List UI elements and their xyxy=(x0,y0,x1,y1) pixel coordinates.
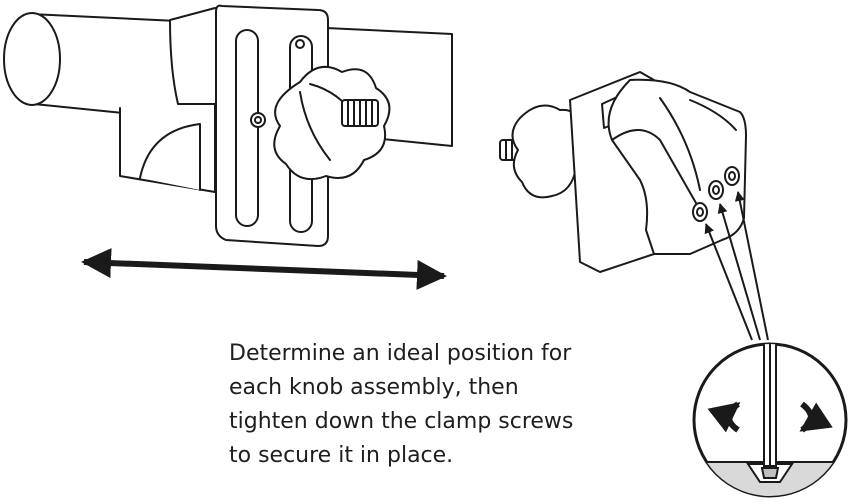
instruction-line: to secure it in place. xyxy=(229,443,454,468)
knob-assembly xyxy=(499,71,747,273)
threaded-stud xyxy=(341,99,379,127)
clamp-screws xyxy=(692,166,740,222)
rail-assembly xyxy=(3,4,453,247)
instruction-text: Determine an ideal position for each kno… xyxy=(229,337,609,473)
rotation-arrows-icon xyxy=(707,401,833,433)
star-knob xyxy=(273,65,391,180)
clamp-body-side xyxy=(607,78,747,255)
instruction-line: each knob assembly, then xyxy=(229,375,519,400)
instruction-line: Determine an ideal position for xyxy=(229,341,572,366)
pointer-arrow-icon xyxy=(704,191,769,341)
instruction-line: tighten down the clamp screws xyxy=(229,409,574,434)
double-headed-arrow-icon xyxy=(81,248,447,290)
plate-slot-left xyxy=(235,29,259,227)
star-knob-side xyxy=(511,104,587,199)
detail-inset xyxy=(692,342,848,498)
rail-end xyxy=(3,12,61,106)
